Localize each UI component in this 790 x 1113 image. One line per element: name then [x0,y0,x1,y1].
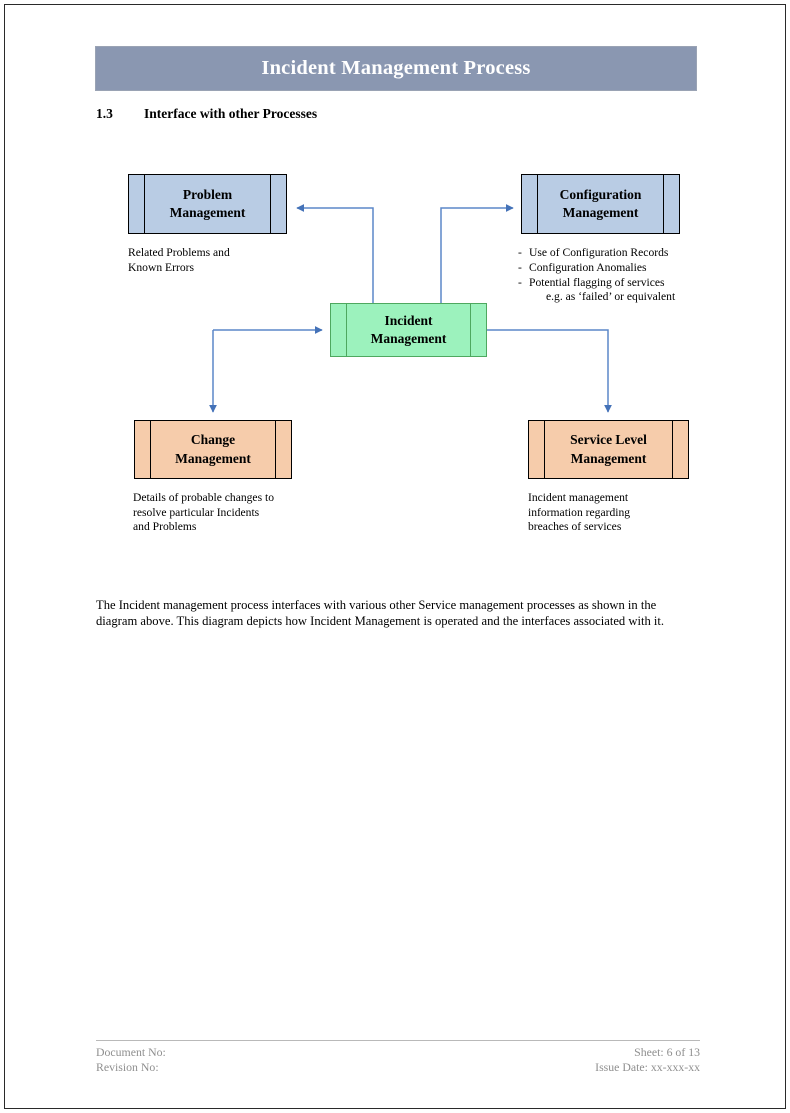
process-box-label: Incident Management [351,312,467,348]
process-box-label: Problem Management [150,186,266,222]
page-footer: Document No: Revision No: Sheet: 6 of 13… [96,1040,700,1076]
caption-line: resolve particular Incidents [133,505,260,519]
body-paragraph: The Incident management process interfac… [96,598,665,628]
process-label-line1: Change [190,432,236,448]
caption-line: and Problems [133,520,197,534]
box-divider-right [470,304,471,356]
process-label-line2: Management [570,450,647,466]
footer-left-column: Document No: Revision No: [96,1045,166,1076]
bullet-item: -Use of Configuration Records [518,246,675,261]
box-divider-right [672,421,673,478]
bullet-text: Potential flagging of services [529,275,665,289]
process-label-line1: Problem [182,186,233,202]
caption-line: Details of probable changes to [133,491,275,504]
process-box-incident-management[interactable]: Incident Management [330,303,487,357]
box-divider-left [150,421,151,478]
bullet-dash-icon: - [518,246,522,259]
caption-change-management: Details of probable changes to resolve p… [133,491,274,535]
process-label-line1: Incident [384,312,433,328]
process-label-line1: Configuration [559,186,642,202]
box-divider-left [144,175,145,233]
process-box-problem-management[interactable]: Problem Management [128,174,287,234]
caption-configuration-management: -Use of Configuration Records -Configura… [518,246,675,305]
footer-divider [96,1040,700,1041]
caption-line: Incident management [528,491,629,504]
footer-content: Document No: Revision No: Sheet: 6 of 13… [96,1045,700,1076]
section-title: Interface with other Processes [144,106,318,121]
box-divider-right [275,421,276,478]
bullet-item: -Potential flagging of services [518,276,675,291]
box-divider-left [544,421,545,478]
caption-line: breaches of services [528,520,622,534]
process-interface-diagram: Problem Management Related Problems and … [128,174,689,535]
footer-document-no: Document No: [96,1045,166,1059]
connector-incident-to-service-level [487,329,612,413]
section-heading: 1.3 Interface with other Processes [96,106,696,122]
caption-line: Known Errors [128,260,195,274]
bullet-text: Configuration Anomalies [529,260,647,274]
bullet-dash-icon: - [518,260,522,274]
caption-line: information regarding [528,505,631,519]
process-label-line2: Management [562,205,639,220]
caption-service-level-management: Incident management information regardin… [528,491,630,535]
process-box-label: Service Level Management [550,431,667,467]
process-label-line2: Management [175,450,251,466]
footer-revision-no: Revision No: [96,1060,159,1075]
process-box-label: Change Management [155,431,271,467]
box-divider-right [663,175,664,233]
footer-right-column: Sheet: 6 of 13 Issue Date: xx-xxx-xx [595,1045,700,1076]
process-box-service-level-management[interactable]: Service Level Management [528,420,689,479]
process-box-configuration-management[interactable]: Configuration Management [521,174,680,234]
box-divider-left [537,175,538,233]
bullet-item: -Configuration Anomalies [518,261,675,276]
connector-incident-to-configuration [440,204,514,303]
process-box-change-management[interactable]: Change Management [134,420,292,479]
bullet-dash-icon: - [518,275,522,289]
process-label-line2: Management [169,205,246,220]
caption-line: Related Problems and [128,246,230,259]
process-box-label: Configuration Management [540,186,662,222]
bullet-text: Use of Configuration Records [529,246,669,259]
document-title-banner: Incident Management Process [95,46,697,91]
bullet-subtext: e.g. as ‘failed’ or equivalent [546,290,676,304]
process-label-line1: Service Level [570,432,647,448]
footer-issue-date: Issue Date: xx-xxx-xx [595,1060,700,1075]
section-number: 1.3 [96,106,113,121]
process-label-line2: Management [370,331,447,346]
footer-sheet-number: Sheet: 6 of 13 [634,1045,700,1059]
box-divider-left [346,304,347,356]
page-title: Incident Management Process [261,57,531,79]
box-divider-right [270,175,271,233]
connector-incident-to-problem [296,204,374,303]
caption-problem-management: Related Problems and Known Errors [128,246,230,275]
